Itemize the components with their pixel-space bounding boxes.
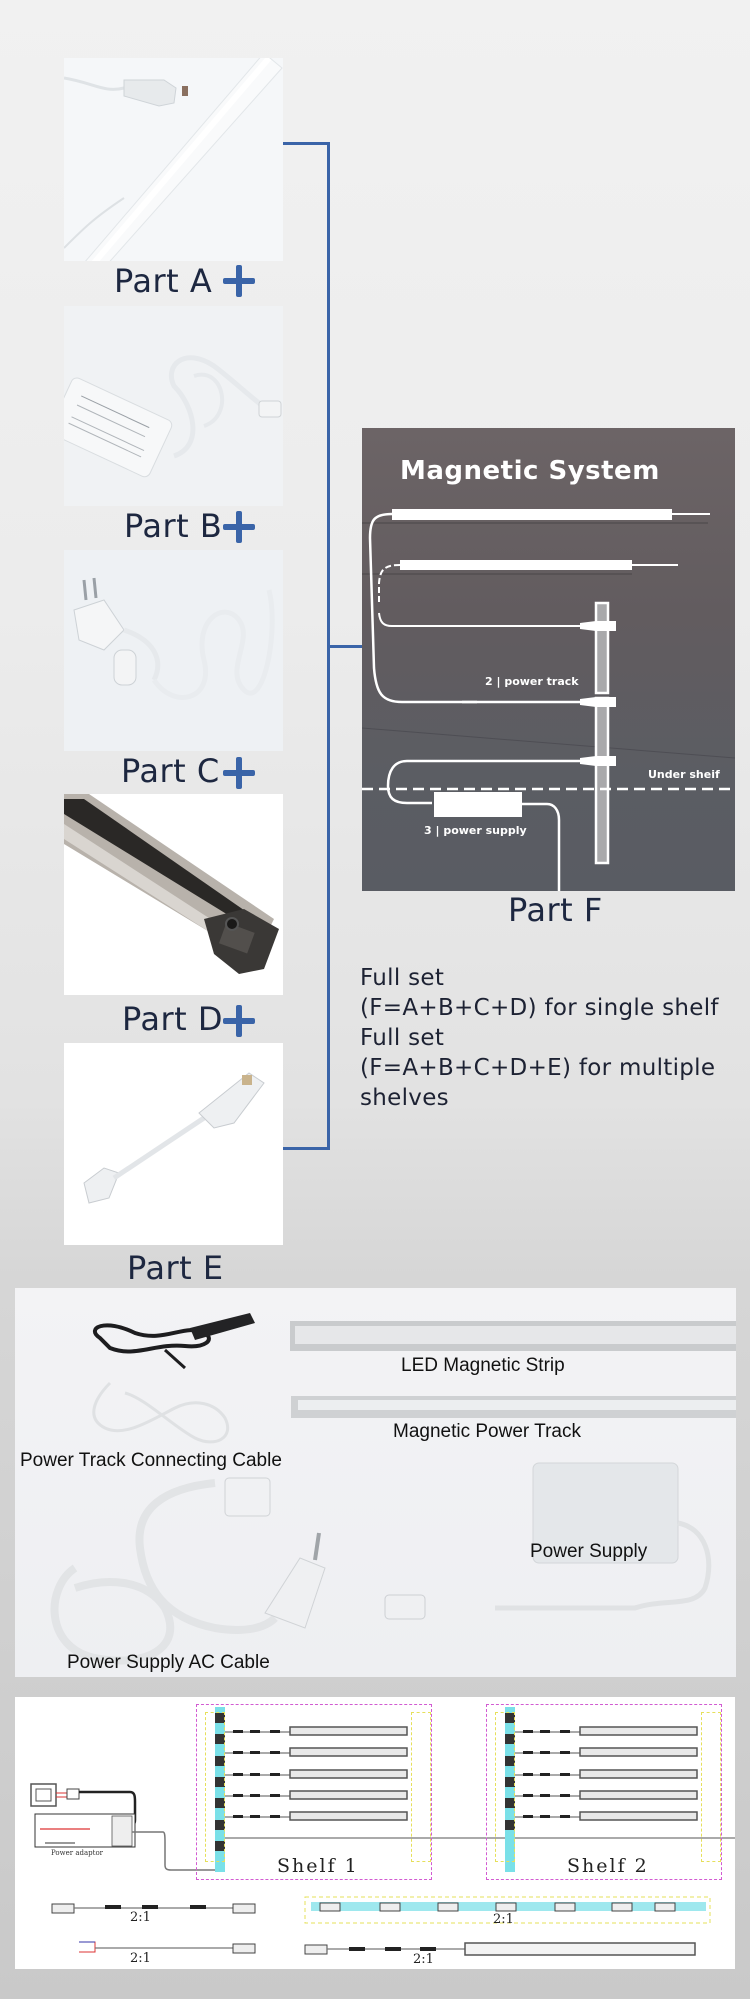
power-supply-label: Power Supply [530, 1541, 648, 1562]
shelf-1-outline [196, 1704, 432, 1880]
part-a-image [64, 58, 283, 261]
components-photo: LED Magnetic Strip Magnetic Power Track … [15, 1288, 736, 1677]
part-e-label: Part E [127, 1249, 224, 1287]
under-shelf-label: Under sheif [648, 768, 720, 781]
magnetic-power-track-label: Magnetic Power Track [393, 1421, 581, 1442]
ratio-label: 2:1 [413, 1952, 434, 1967]
plus-icon [223, 757, 255, 789]
plus-icon [223, 511, 255, 543]
part-d-image [64, 794, 283, 995]
shelf-2-inner-left [495, 1712, 515, 1862]
power-adaptor-label: Power adaptor [51, 1849, 104, 1857]
power-track-label: 2 | power track [485, 675, 579, 688]
part-c-image [64, 550, 283, 751]
part-c-label: Part C [121, 752, 220, 790]
shelf-1-inner-right [411, 1712, 431, 1862]
shelf-2-inner-right [701, 1712, 721, 1862]
part-e-image [64, 1043, 283, 1245]
magnetic-system-title: Magnetic System [400, 456, 660, 486]
ratio-label: 2:1 [130, 1910, 151, 1925]
bracket-bottom [283, 1147, 330, 1150]
wiring-diagram: Power adaptor Shelf 1 Shelf 2 2:1 2:1 2:… [15, 1697, 735, 1969]
desc-line: Full set [360, 1025, 445, 1051]
shelf-2-outline [486, 1704, 722, 1880]
magnetic-system-diagram: Magnetic System 2 | power track Under sh… [362, 428, 735, 891]
full-set-description: Full set (F=A+B+C+D) for single shelf Fu… [360, 963, 719, 1113]
power-supply-ac-cable-label: Power Supply AC Cable [67, 1652, 270, 1673]
ratio-label: 2:1 [493, 1912, 514, 1927]
part-b-label: Part B [124, 507, 223, 545]
desc-line: Full set [360, 965, 445, 991]
bracket-top [283, 142, 330, 145]
part-a-label: Part A [114, 262, 213, 300]
part-f-label: Part F [508, 891, 603, 929]
plus-icon [223, 265, 255, 297]
led-magnetic-strip-label: LED Magnetic Strip [401, 1355, 565, 1376]
power-track-connecting-cable-label: Power Track Connecting Cable [20, 1450, 282, 1471]
shelf-2-label: Shelf 2 [567, 1855, 649, 1877]
ratio-label: 2:1 [130, 1951, 151, 1966]
plus-icon [223, 1005, 255, 1037]
desc-line: shelves [360, 1085, 449, 1111]
part-b-image [64, 306, 283, 506]
shelf-1-label: Shelf 1 [277, 1855, 359, 1877]
bracket-branch [327, 645, 362, 648]
desc-line: (F=A+B+C+D) for single shelf [360, 995, 719, 1021]
part-d-label: Part D [122, 1000, 223, 1038]
power-supply-label: 3 | power supply [424, 824, 527, 837]
shelf-1-inner-left [205, 1712, 225, 1862]
desc-line: (F=A+B+C+D+E) for multiple [360, 1055, 716, 1081]
